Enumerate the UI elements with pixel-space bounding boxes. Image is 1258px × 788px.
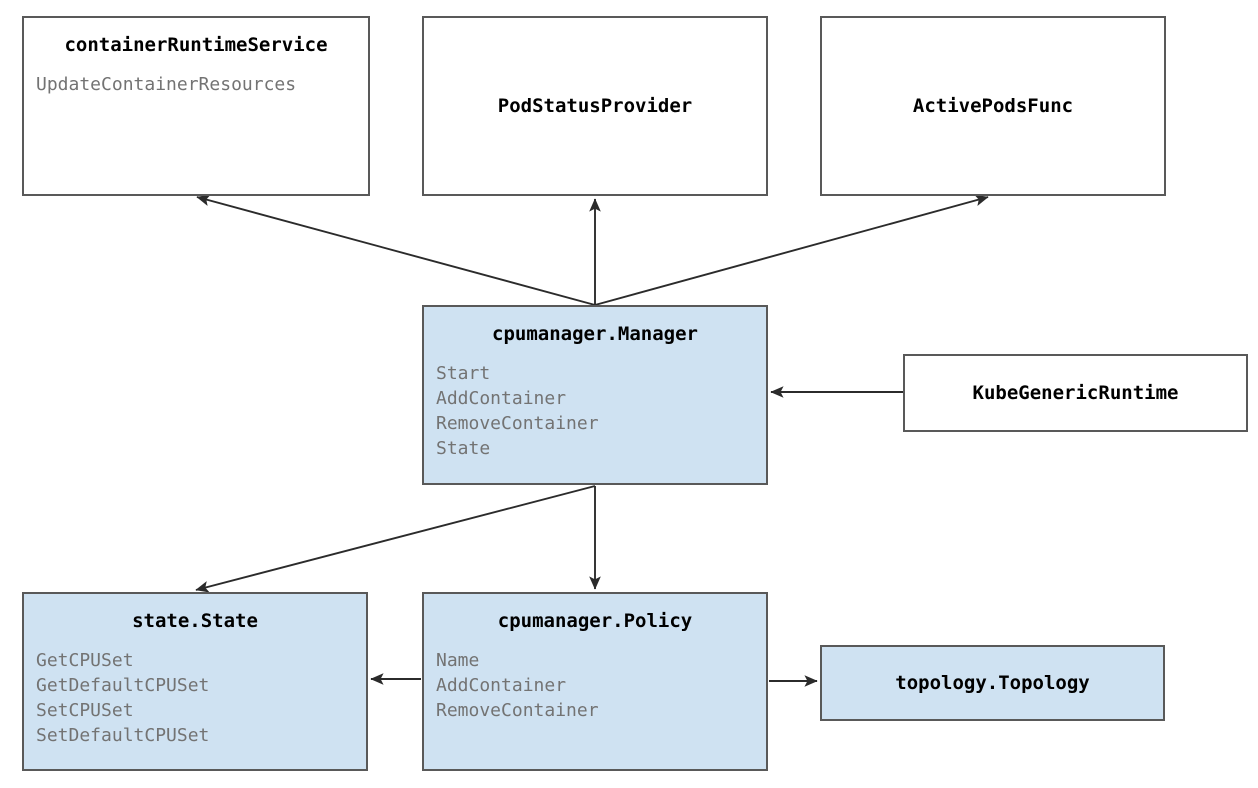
class-node-activePodsFunc[interactable]: ActivePodsFunc: [820, 16, 1166, 196]
edge-manager-to-stateState: [195, 485, 596, 593]
class-node-member: RemoveContainer: [436, 413, 599, 434]
class-node-member: RemoveContainer: [436, 700, 599, 721]
class-node-member: AddContainer: [436, 388, 567, 409]
class-node-member: SetCPUSet: [36, 700, 134, 721]
class-node-member: AddContainer: [436, 675, 567, 696]
class-node-member: State: [436, 438, 491, 459]
class-node-member: UpdateContainerResources: [36, 74, 297, 95]
class-node-kubeGenericRuntime[interactable]: KubeGenericRuntime: [903, 354, 1248, 432]
class-node-title: ActivePodsFunc: [912, 95, 1074, 117]
class-node-title: PodStatusProvider: [497, 95, 693, 117]
class-node-title: KubeGenericRuntime: [972, 382, 1179, 404]
class-node-topologyTopology[interactable]: topology.Topology: [820, 645, 1165, 721]
class-node-title: topology.Topology: [895, 672, 1090, 694]
class-node-title: cpumanager.Policy: [497, 610, 693, 632]
class-node-title: containerRuntimeService: [64, 34, 328, 56]
class-node-member: GetDefaultCPUSet: [36, 675, 210, 696]
class-node-member: SetDefaultCPUSet: [36, 725, 210, 746]
edge-manager-to-containerRuntimeService: [196, 194, 596, 306]
edge-manager-to-activePodsFunc: [594, 194, 989, 306]
class-node-member: Name: [436, 650, 480, 671]
class-node-member: Start: [436, 363, 491, 384]
class-node-podStatusProvider[interactable]: PodStatusProvider: [422, 16, 768, 196]
class-node-members: UpdateContainerResources: [24, 72, 368, 97]
class-node-member: GetCPUSet: [36, 650, 134, 671]
class-node-title: state.State: [132, 610, 258, 632]
class-node-title: cpumanager.Manager: [492, 323, 698, 345]
